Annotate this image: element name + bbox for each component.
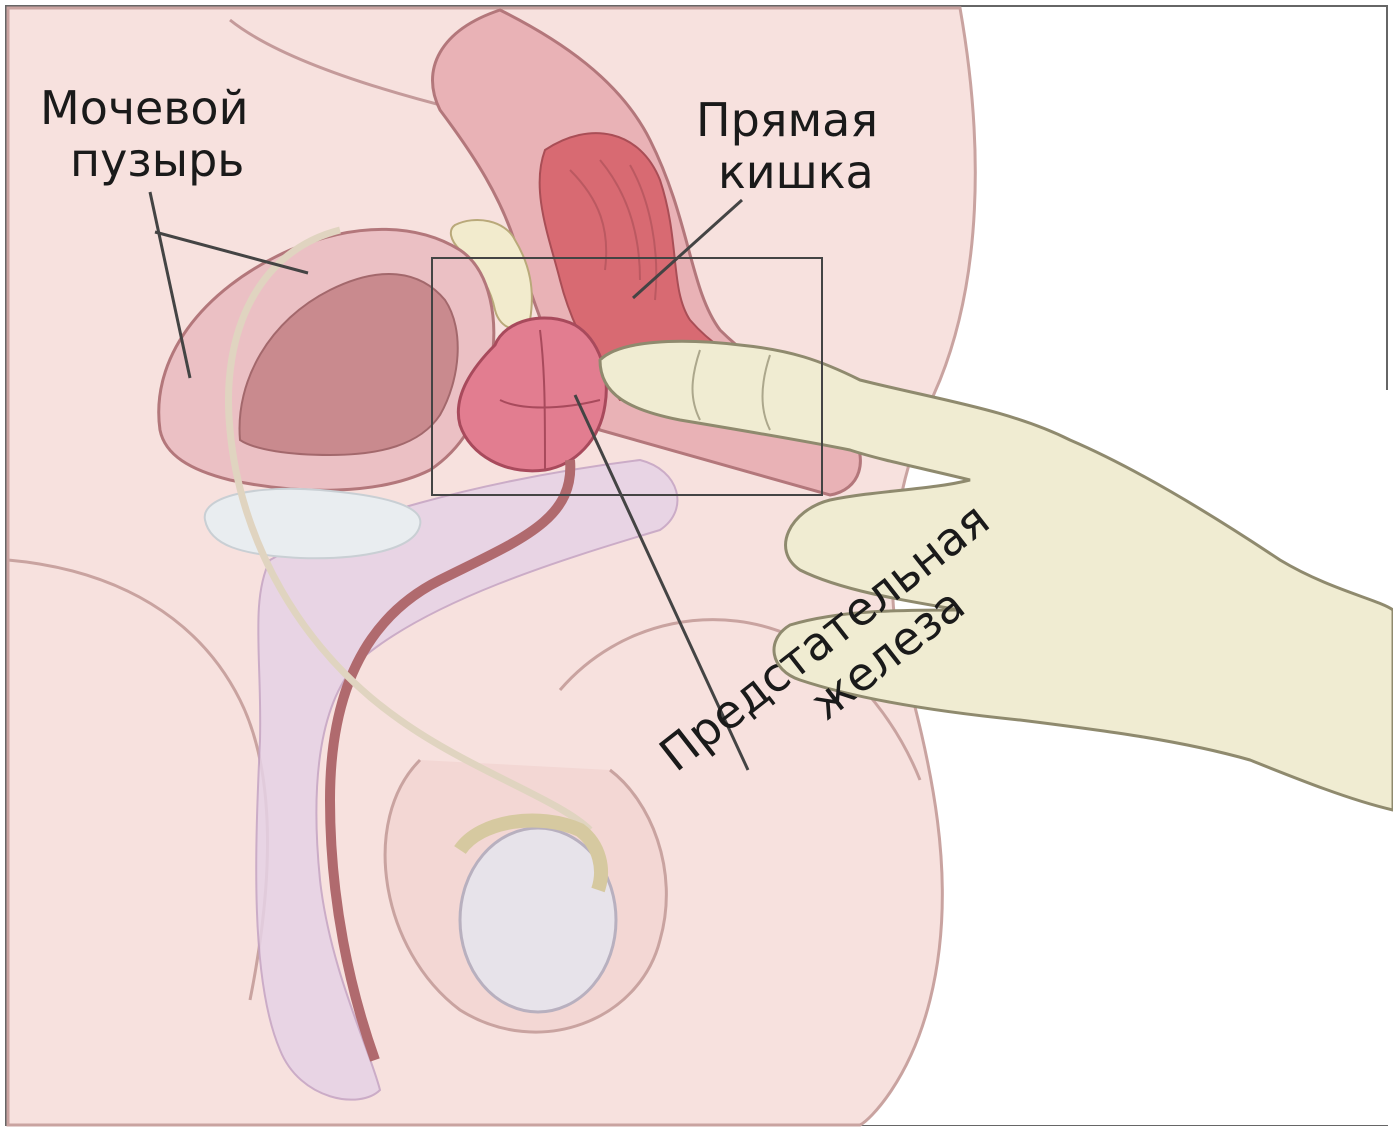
pubic-bone [205, 489, 421, 558]
bladder-label-line-2: пузырь [40, 134, 248, 186]
rectum-label: Прямая кишка [696, 94, 878, 198]
bladder-label: Мочевой пузырь [40, 82, 248, 186]
rectum-label-line-2: кишка [696, 146, 878, 198]
bladder-label-line-1: Мочевой [40, 82, 248, 134]
rectum-label-line-1: Прямая [696, 94, 878, 146]
